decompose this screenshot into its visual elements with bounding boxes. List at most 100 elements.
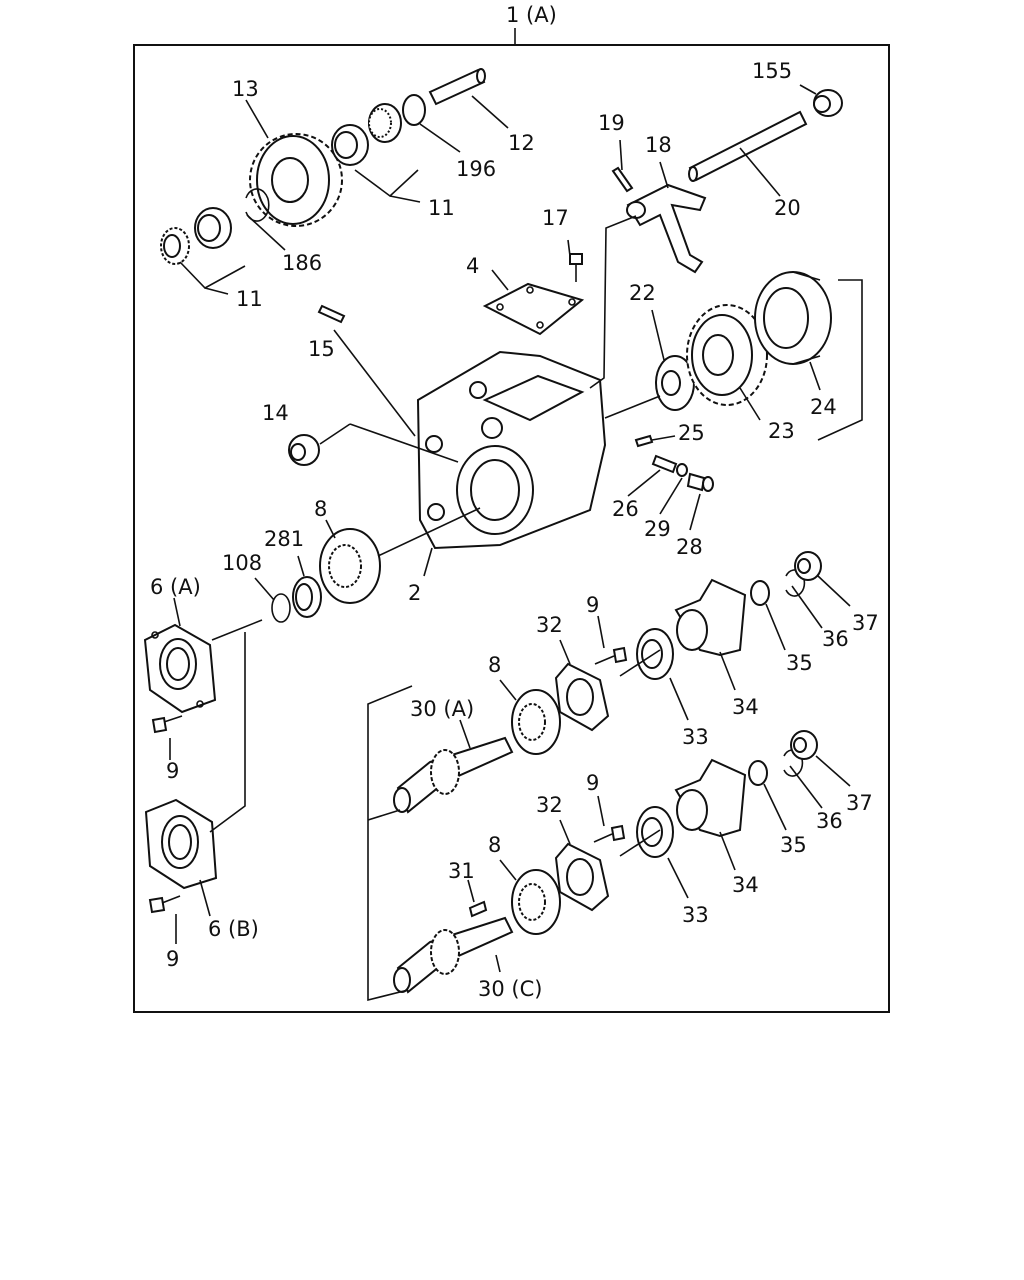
flange-32-lower xyxy=(554,842,610,912)
spring-26 xyxy=(651,454,678,474)
gear-23 xyxy=(686,304,768,406)
callout-9-upper: 9 xyxy=(586,593,599,617)
companion-flange-34-lower xyxy=(674,758,747,838)
cover-plate-4 xyxy=(482,282,585,336)
companion-flange-34-upper xyxy=(674,578,747,657)
race-11-lower xyxy=(194,207,232,249)
snap-ring-108 xyxy=(271,593,291,623)
callout-26: 26 xyxy=(612,497,639,521)
callout-24: 24 xyxy=(810,395,837,419)
cover-6a xyxy=(143,623,217,714)
callout-14: 14 xyxy=(262,401,289,425)
callout-2: 2 xyxy=(408,581,421,605)
oil-seal-33-lower xyxy=(636,806,674,858)
leader-lines xyxy=(169,84,863,1002)
callout-32-upper: 32 xyxy=(536,613,563,637)
callout-9-cover-b: 9 xyxy=(166,947,179,971)
callout-37-upper: 37 xyxy=(852,611,879,635)
callout-12: 12 xyxy=(508,131,535,155)
callout-17: 17 xyxy=(542,206,569,230)
bolt-17 xyxy=(569,253,583,282)
callout-155: 155 xyxy=(752,59,792,83)
lock-washer-36-upper xyxy=(785,569,806,597)
callout-18: 18 xyxy=(645,133,672,157)
ball-bearing-8-upper xyxy=(319,528,381,604)
ring-196 xyxy=(402,94,426,126)
shift-sleeve-24 xyxy=(754,271,832,365)
bushing-155 xyxy=(813,89,843,117)
nut-37-upper xyxy=(794,551,822,581)
callout-6b: 6 (B) xyxy=(208,917,259,941)
ball-bearing-8-lower xyxy=(511,869,561,935)
callout-281: 281 xyxy=(264,527,304,551)
callout-30c: 30 (C) xyxy=(478,977,542,1001)
bolt-9-cover-a xyxy=(151,715,183,734)
callout-36-lower: 36 xyxy=(816,809,843,833)
diagram-frame xyxy=(133,44,890,1013)
callout-15: 15 xyxy=(308,337,335,361)
callout-28: 28 xyxy=(676,535,703,559)
race-11-upper xyxy=(331,124,369,166)
callout-35-upper: 35 xyxy=(786,651,813,675)
callout-29: 29 xyxy=(644,517,671,541)
spacer-281 xyxy=(292,576,322,618)
callout-8-middle: 8 xyxy=(488,653,501,677)
callout-34-lower: 34 xyxy=(732,873,759,897)
callout-labels: 155 13 12 19 18 196 11 20 17 186 4 11 22… xyxy=(150,59,879,1001)
nut-37-lower xyxy=(790,730,818,760)
pin-15 xyxy=(317,304,346,324)
callout-11-upper: 11 xyxy=(428,196,455,220)
bolt-9-cover-b xyxy=(148,895,181,914)
bolt-9-lower xyxy=(593,824,626,843)
pto-housing-2 xyxy=(416,350,607,550)
callout-36-upper: 36 xyxy=(822,627,849,651)
bolt-9-upper xyxy=(594,646,628,665)
callout-8-lower: 8 xyxy=(488,833,501,857)
shift-shaft-20 xyxy=(688,110,808,182)
callout-11-lower: 11 xyxy=(236,287,263,311)
bushing-14 xyxy=(288,434,320,466)
callout-34-upper: 34 xyxy=(732,695,759,719)
callout-23: 23 xyxy=(768,419,795,443)
gear-13 xyxy=(249,133,343,227)
callout-37-lower: 37 xyxy=(846,791,873,815)
callout-30a: 30 (A) xyxy=(410,697,474,721)
callout-196: 196 xyxy=(456,157,496,181)
washer-35-lower xyxy=(748,760,768,786)
callout-6a: 6 (A) xyxy=(150,575,201,599)
flange-32-upper xyxy=(554,662,610,732)
callout-8-upper: 8 xyxy=(314,497,327,521)
callout-108: 108 xyxy=(222,551,262,575)
callout-33-upper: 33 xyxy=(682,725,709,749)
plug-28 xyxy=(686,472,714,492)
callout-22: 22 xyxy=(629,281,656,305)
lock-washer-36-lower xyxy=(783,749,804,777)
callout-9-cover-a: 9 xyxy=(166,759,179,783)
callout-186: 186 xyxy=(282,251,322,275)
needle-bearing-11-lower xyxy=(160,227,190,265)
key-31 xyxy=(468,900,488,918)
callout-31: 31 xyxy=(448,859,475,883)
callout-19: 19 xyxy=(598,111,625,135)
callout-33-lower: 33 xyxy=(682,903,709,927)
cover-6b xyxy=(144,798,218,890)
callout-20: 20 xyxy=(774,196,801,220)
washer-35-upper xyxy=(750,580,770,606)
output-shaft-30a xyxy=(393,736,514,814)
callout-13: 13 xyxy=(232,77,259,101)
washer-29 xyxy=(676,463,688,477)
callout-25: 25 xyxy=(678,421,705,445)
ball-25 xyxy=(634,434,654,448)
callout-9-lower: 9 xyxy=(586,771,599,795)
callout-4: 4 xyxy=(466,254,479,278)
shift-fork-18 xyxy=(626,183,707,274)
callout-32-lower: 32 xyxy=(536,793,563,817)
diagram-title: 1 (A) xyxy=(506,3,557,27)
output-shaft-30c xyxy=(393,916,514,994)
callout-35-lower: 35 xyxy=(780,833,807,857)
ball-bearing-8-middle xyxy=(511,689,561,755)
pin-12 xyxy=(428,68,486,106)
needle-bearing-11-upper xyxy=(368,103,402,143)
spring-pin-19 xyxy=(611,166,634,193)
